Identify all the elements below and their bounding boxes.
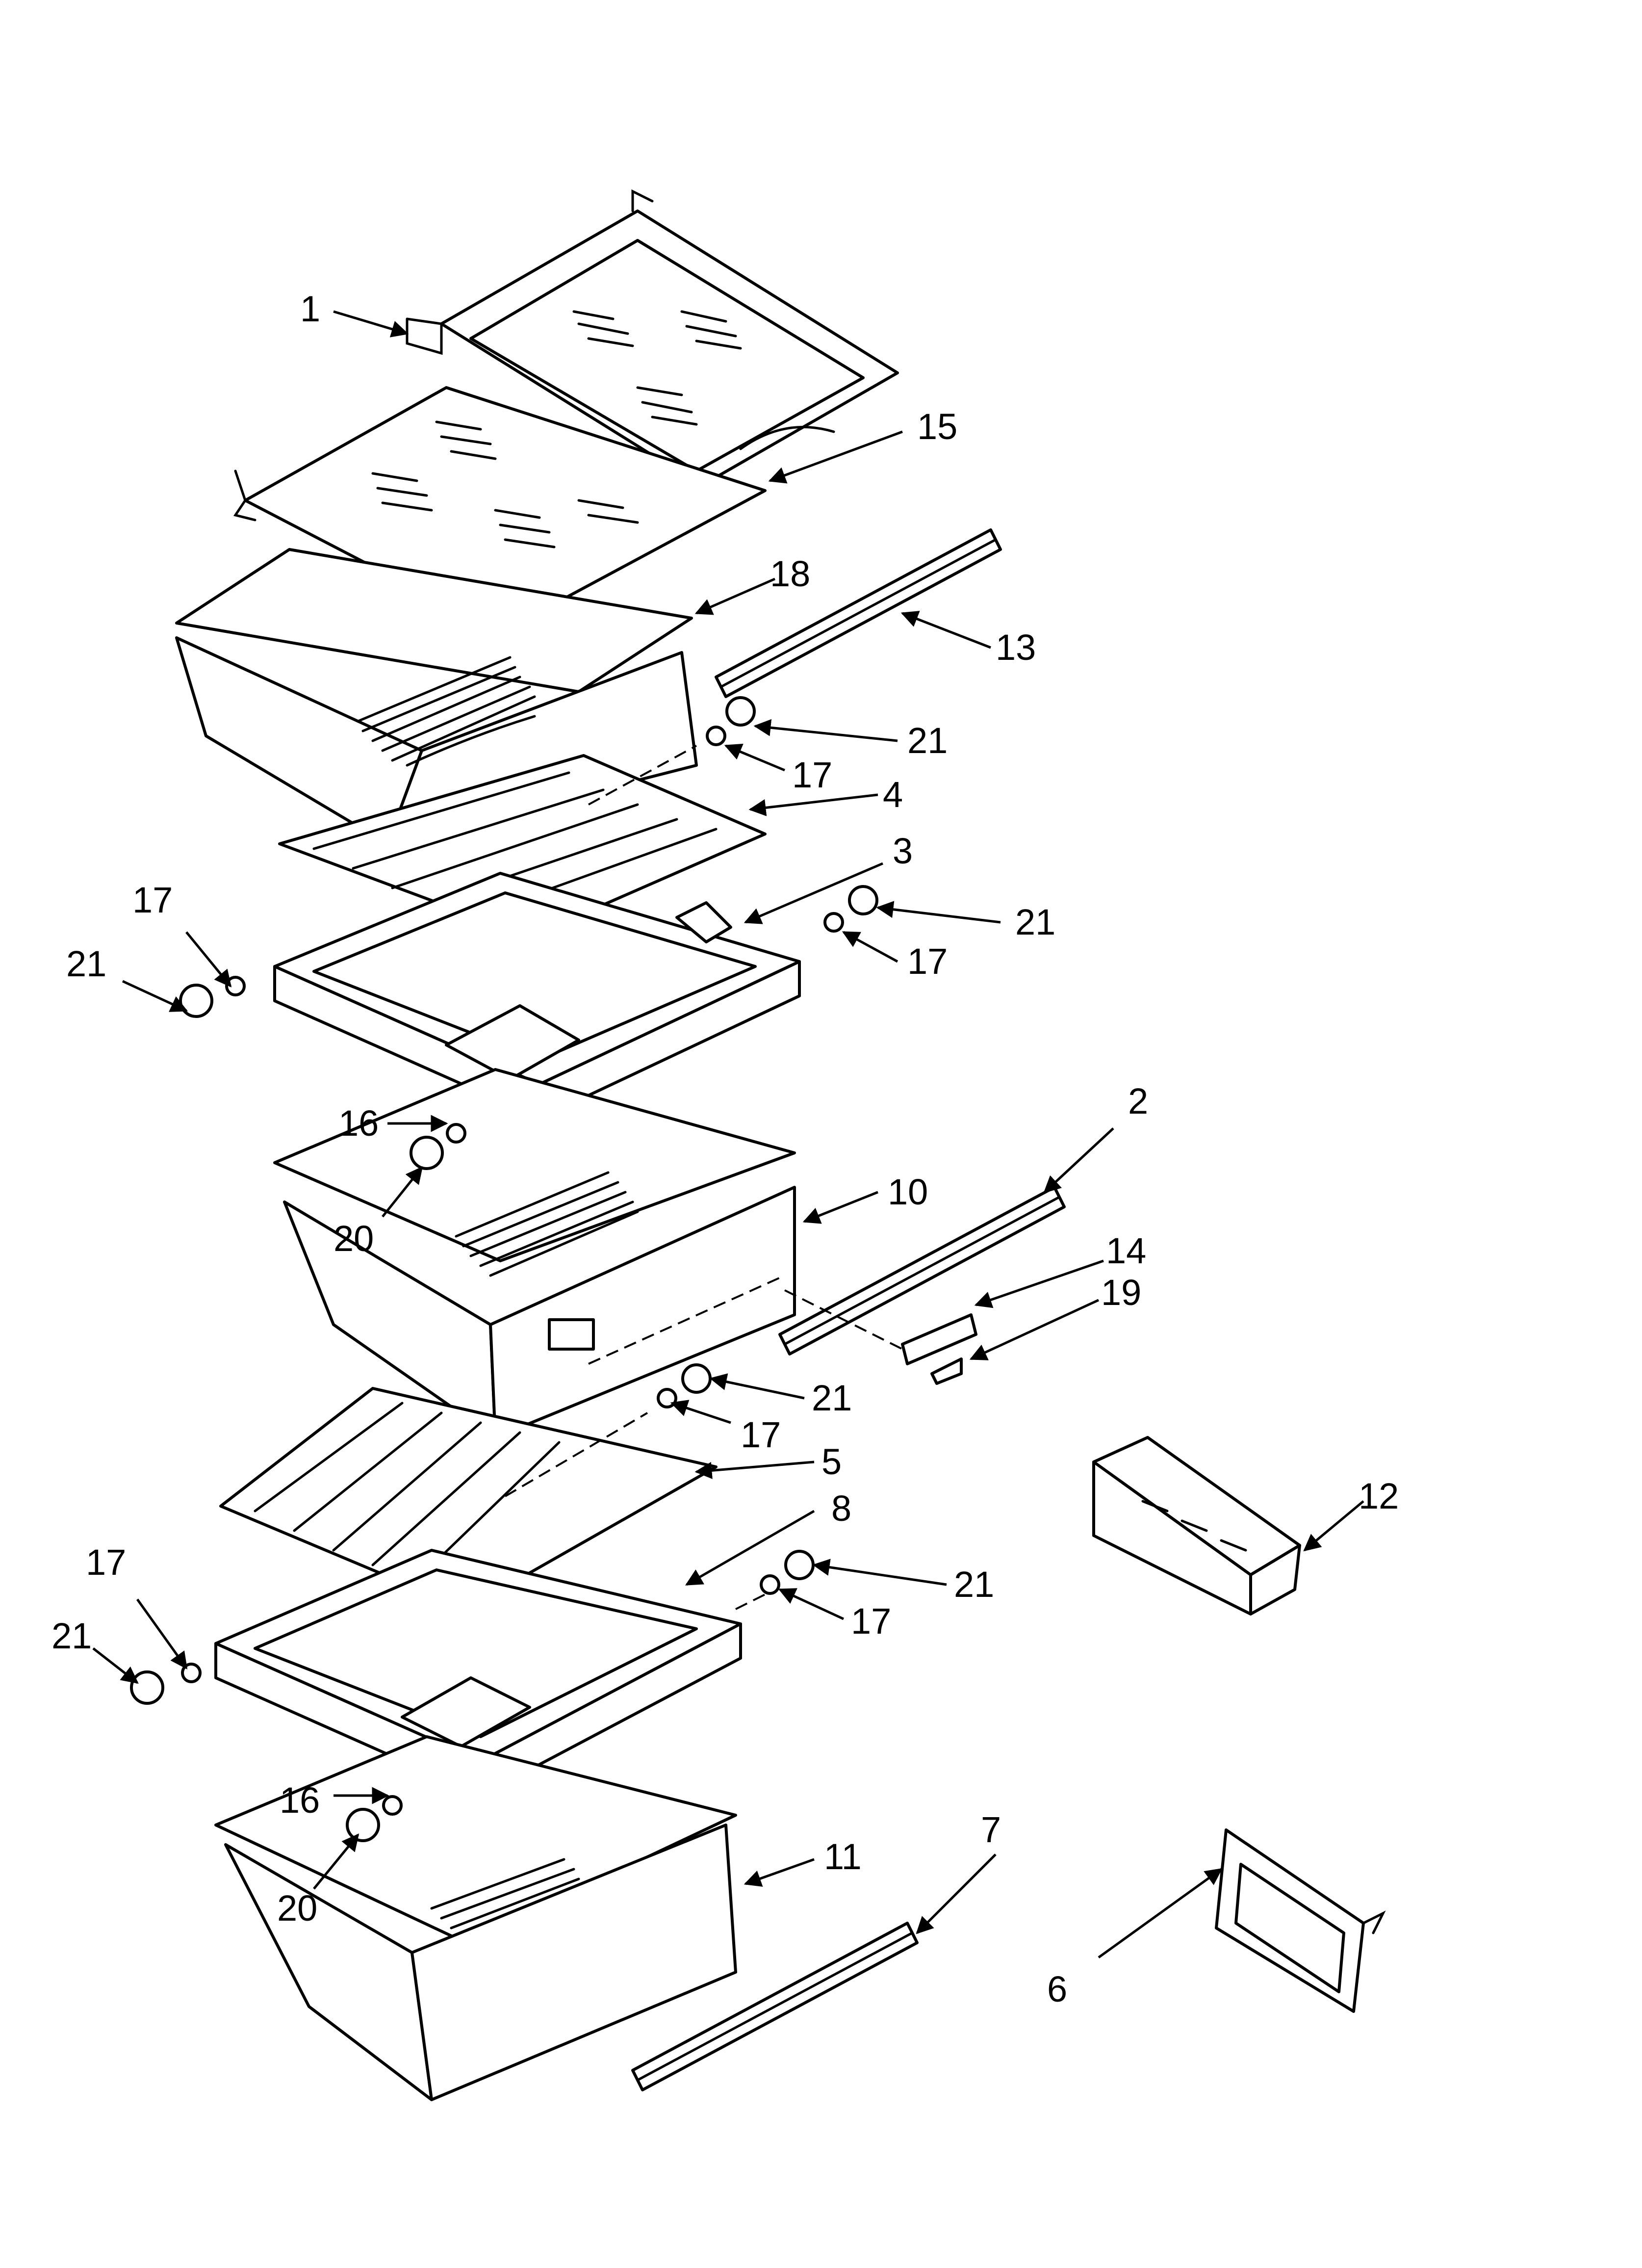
callout-5: 5: [821, 1441, 842, 1482]
callout-6: 6: [1047, 1969, 1067, 2009]
callout-21: 21: [51, 1616, 92, 1656]
part-11-lower-drawer: [214, 1735, 737, 2101]
callout-21: 21: [812, 1378, 852, 1418]
part-4-glass-panel: [278, 754, 767, 938]
part-10-middle-drawer: [273, 1068, 796, 1439]
callout-21: 21: [1015, 902, 1055, 942]
part-7-trim-strip: [631, 1922, 919, 2091]
part-13-trim-strip: [715, 528, 1002, 698]
callout-19: 19: [1101, 1272, 1141, 1313]
part-12-bin: [1092, 1436, 1301, 1616]
callout-12: 12: [1359, 1476, 1399, 1516]
callout-20: 20: [334, 1218, 374, 1259]
panel-4-lines: [312, 771, 718, 919]
callout-21: 21: [66, 943, 106, 984]
part-1-upper-shelf: [406, 189, 899, 487]
part-19-clip: [930, 1357, 963, 1385]
shelf-1-glare-marks: [572, 310, 742, 426]
drawer-10-ribs: [455, 1171, 639, 1277]
callout-17: 17: [851, 1601, 891, 1642]
callout-14: 14: [1106, 1230, 1146, 1271]
alignment-dashes: [504, 745, 903, 1610]
callout-21: 21: [954, 1564, 994, 1605]
callout-17: 17: [792, 755, 832, 795]
callout-7: 7: [981, 1809, 1001, 1850]
callout-15: 15: [917, 406, 957, 447]
part-6-label-holder: [1215, 1828, 1386, 2013]
callout-16: 16: [338, 1103, 379, 1144]
callout-labels: 1 15 18 13 21 17 4 3 21 17 17 21 16 20 2…: [51, 288, 1399, 2009]
callout-17: 17: [86, 1542, 126, 1583]
callout-10: 10: [888, 1172, 928, 1212]
callout-13: 13: [996, 627, 1036, 668]
callout-3: 3: [893, 831, 913, 871]
callout-21: 21: [907, 720, 948, 761]
part-5-glass-panel: [219, 1387, 718, 1611]
drawer-11-ribs: [430, 1858, 580, 1929]
part-14-bracket: [901, 1313, 977, 1365]
callout-17: 17: [741, 1414, 781, 1455]
drawer-18-ribs: [357, 656, 536, 762]
callout-4: 4: [883, 774, 903, 815]
leader-lines: [92, 310, 1364, 1959]
callout-11: 11: [824, 1836, 862, 1877]
part-8-frame: [214, 1549, 742, 1797]
callout-20: 20: [277, 1888, 317, 1929]
callout-17: 17: [132, 880, 173, 920]
callout-1: 1: [300, 288, 320, 329]
callout-18: 18: [770, 553, 810, 594]
callout-8: 8: [831, 1488, 851, 1529]
part-2-trim-strip: [778, 1186, 1066, 1356]
callout-17: 17: [907, 941, 948, 982]
shelf-15-glare-marks: [371, 420, 639, 548]
callout-2: 2: [1128, 1081, 1148, 1121]
roller-hardware: [130, 696, 878, 1842]
callout-16: 16: [280, 1780, 320, 1821]
